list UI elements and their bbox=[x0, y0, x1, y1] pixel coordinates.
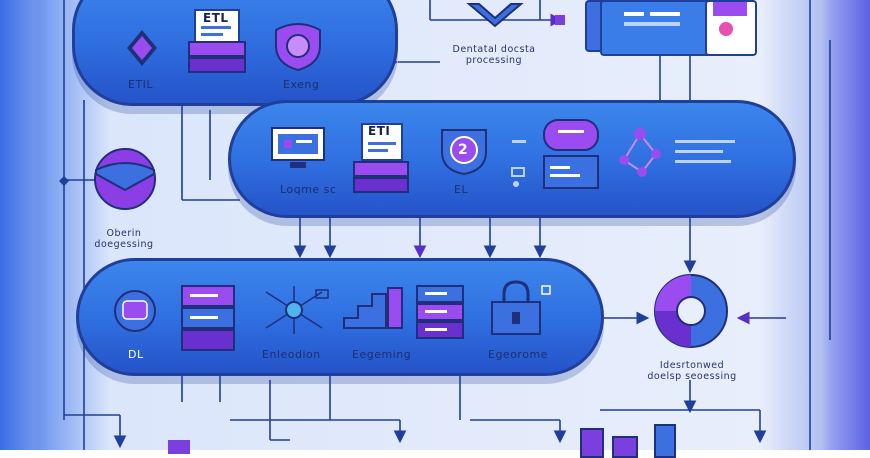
mid-card-label: ETI bbox=[368, 124, 391, 138]
left-caption-line-2: doegessing bbox=[94, 239, 154, 250]
top-right-label: Exeng bbox=[283, 78, 320, 91]
server-rack-icon bbox=[181, 285, 235, 351]
mid-badge-number: 2 bbox=[458, 142, 469, 158]
bot-label-4: Egeorome bbox=[488, 348, 548, 361]
stairs-chart-icon bbox=[343, 287, 403, 329]
bottom-bar-2 bbox=[580, 428, 604, 458]
network-node-icon bbox=[619, 128, 661, 177]
chat-circle-icon bbox=[114, 290, 156, 332]
bot-label-1: DL bbox=[128, 348, 144, 361]
top-left-label: ETIL bbox=[128, 78, 154, 91]
right-caption-line-1: Idesrtonwed bbox=[659, 360, 725, 371]
diamond-icon bbox=[127, 30, 157, 66]
bottom-bar-4 bbox=[654, 424, 676, 458]
left-gradient-band bbox=[0, 0, 48, 450]
top-card-label: ETL bbox=[203, 11, 229, 25]
mid-label-3: EL bbox=[454, 183, 469, 196]
bot-label-3: Eegeming bbox=[352, 348, 412, 361]
mid-label-1: Loqme sc bbox=[280, 183, 337, 196]
badge-shield-icon bbox=[441, 129, 487, 176]
left-caption-line-1: Oberin bbox=[106, 228, 142, 239]
dashboard-card-front bbox=[600, 0, 714, 56]
left-caption: Oberin doegessing bbox=[74, 228, 174, 250]
right-caption: Idesrtonwed doelsp seoessing bbox=[632, 360, 752, 382]
top-caption: Dentatal docsta processing bbox=[442, 44, 546, 66]
panel-cluster-icon bbox=[511, 119, 599, 189]
circle-chevron-icon bbox=[94, 148, 156, 210]
lock-icon bbox=[491, 280, 551, 335]
shield-heart-icon bbox=[275, 23, 321, 72]
text-lines-icon bbox=[675, 140, 735, 163]
chevron-down-icon bbox=[466, 3, 524, 28]
top-caption-line-2: processing bbox=[465, 55, 523, 66]
right-caption-line-2: doelsp seoessing bbox=[647, 371, 737, 382]
dashboard-side-card bbox=[705, 0, 757, 56]
database-stack-icon bbox=[353, 123, 409, 193]
bottom-bar-3 bbox=[612, 436, 638, 458]
top-caption-line-1: Dentatal docsta bbox=[452, 44, 536, 55]
monitor-icon bbox=[271, 127, 325, 168]
server-stack-icon bbox=[188, 9, 246, 73]
bottom-bar-1 bbox=[168, 440, 190, 454]
hub-node-icon bbox=[265, 286, 329, 334]
donut-chart-icon bbox=[654, 274, 728, 348]
list-panel-icon bbox=[416, 285, 464, 339]
bot-label-2: Enleodion bbox=[262, 348, 321, 361]
